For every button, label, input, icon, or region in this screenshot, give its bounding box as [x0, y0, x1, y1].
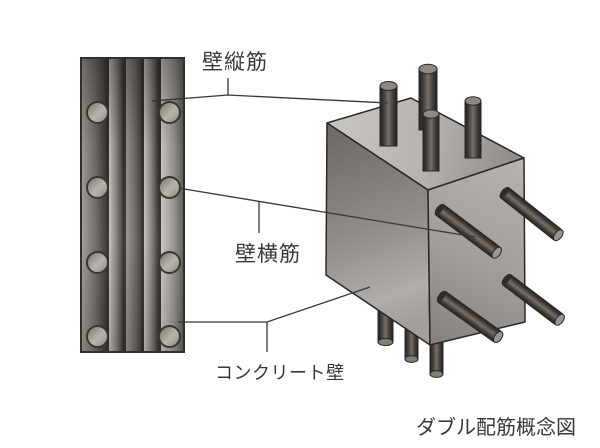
rebar-bottom-group	[377, 299, 444, 378]
band-separator	[158, 59, 161, 351]
leader-lines	[151, 78, 476, 352]
label-horizontal-rebar: 壁横筋	[235, 242, 301, 266]
rebar-dot	[157, 100, 181, 124]
block-left-face	[325, 122, 431, 346]
band-separator	[123, 59, 126, 351]
rebar-dot	[85, 100, 109, 124]
figure-caption: ダブル配筋概念図	[416, 417, 576, 439]
rebar-vertical	[379, 81, 398, 147]
rebar-dot	[157, 175, 181, 199]
rebar-bottom	[429, 335, 444, 378]
rebar-horizontal	[436, 290, 504, 344]
rebar-horizontal	[434, 203, 502, 259]
leader-horizontal-rebar	[171, 186, 476, 238]
rebar-vertical	[422, 109, 440, 172]
vertical-rebar-band	[144, 59, 158, 351]
label-vertical-rebar: 壁縦筋	[202, 50, 268, 74]
block-right-face	[427, 157, 526, 346]
rebar-horizontal	[501, 273, 565, 326]
core-band	[126, 59, 141, 351]
vertical-rebar-band	[109, 59, 123, 351]
rebar-dot	[157, 324, 181, 348]
rebar-dot	[85, 250, 109, 274]
concrete-block	[325, 97, 526, 346]
rebar-top-group	[379, 63, 482, 172]
rebar-horizontal	[499, 186, 564, 242]
wall-cross-section	[80, 57, 185, 353]
band-separator	[141, 59, 144, 351]
rebar-vertical	[418, 63, 438, 131]
rebar-dot	[85, 175, 109, 199]
rebar-bottom	[377, 299, 394, 347]
leader-vertical-rebar	[151, 94, 389, 104]
label-concrete-wall: コンクリート壁	[215, 363, 345, 383]
rebar-dot	[85, 324, 109, 348]
rebar-bottom	[404, 321, 419, 363]
rebar-vertical	[464, 96, 482, 159]
leader-concrete-wall	[178, 286, 371, 323]
rebar-dot	[157, 250, 181, 274]
rebar-side-group	[434, 186, 565, 344]
block-top-face	[326, 97, 525, 191]
band-separator	[106, 59, 109, 351]
